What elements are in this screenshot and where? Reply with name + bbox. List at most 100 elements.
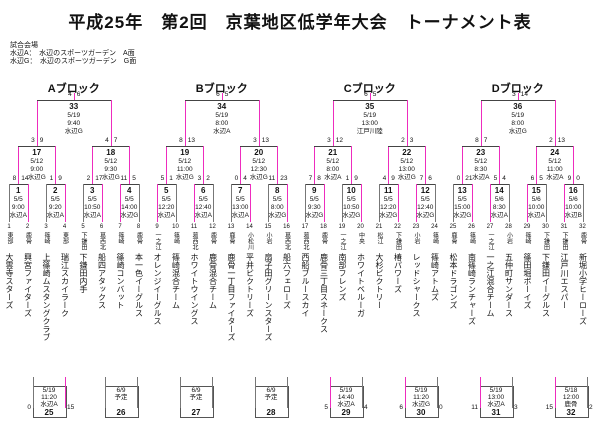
team-area: 一之江 bbox=[339, 232, 345, 250]
match-time: 14:00 bbox=[121, 204, 138, 211]
score-left: 3 bbox=[512, 91, 516, 98]
score-right: 14 bbox=[21, 175, 29, 182]
bracket-line bbox=[564, 184, 583, 185]
match-time: 予定 bbox=[264, 394, 278, 401]
winner-line bbox=[268, 184, 269, 222]
match-time: 8:30 bbox=[474, 166, 488, 173]
team-name: 一之江混合チーム bbox=[486, 253, 495, 317]
team-name: 大杉ビクトリー bbox=[375, 253, 384, 309]
match-time: 9:30 bbox=[104, 166, 118, 173]
team-area: 下鎌田 bbox=[394, 232, 401, 250]
team-number: 10 bbox=[172, 224, 179, 230]
match-date: 5/5 bbox=[198, 196, 208, 203]
team-name: 平井ビクトリーズ bbox=[245, 253, 255, 317]
match-number: 5 bbox=[164, 186, 169, 195]
match-venue: 水辺A bbox=[83, 212, 101, 219]
score-left: 2 bbox=[401, 137, 405, 144]
bracket-line bbox=[480, 100, 555, 101]
match-venue: 水辺A bbox=[546, 174, 564, 181]
winner-line bbox=[351, 146, 353, 184]
bracket-line bbox=[240, 146, 278, 147]
team-number: 2 bbox=[25, 224, 30, 230]
winner-line bbox=[27, 184, 29, 222]
team-area: 葛西北 bbox=[302, 232, 308, 250]
bracket-line bbox=[194, 184, 213, 185]
team-number: 14 bbox=[246, 224, 253, 230]
team-number: 4 bbox=[62, 224, 67, 230]
score-left: 5 bbox=[493, 175, 498, 182]
team-area: 鹿骨 bbox=[228, 232, 234, 244]
bracket-line bbox=[83, 184, 102, 185]
winner-line bbox=[18, 146, 20, 184]
score-left: 5 bbox=[324, 404, 328, 411]
winner-line bbox=[555, 377, 556, 408]
match-venue: 水辺G bbox=[249, 174, 268, 181]
match-number: 22 bbox=[402, 148, 412, 157]
score-right: 3 bbox=[409, 137, 414, 144]
team-number: 6 bbox=[99, 224, 104, 230]
winner-line bbox=[397, 184, 399, 222]
match-date: 5/5 bbox=[124, 196, 134, 203]
score-right: 4 bbox=[243, 175, 247, 182]
match-time: 12:20 bbox=[380, 204, 397, 211]
bracket-line bbox=[157, 184, 176, 185]
team-number: 29 bbox=[523, 224, 531, 230]
winner-line bbox=[73, 93, 75, 100]
score-right: 13 bbox=[187, 137, 195, 144]
match-date: 5/6 bbox=[494, 196, 504, 203]
team-number: 32 bbox=[579, 224, 586, 230]
winner-line bbox=[137, 377, 138, 408]
match-time: 13:00 bbox=[361, 120, 378, 127]
venue-legend-line: 水辺A： 水辺のスポーツガーデン A面 bbox=[10, 50, 135, 57]
team-number: 17 bbox=[301, 224, 309, 230]
match-date: 6/9 bbox=[116, 387, 126, 394]
winner-line bbox=[287, 377, 288, 408]
match-number: 15 bbox=[531, 186, 541, 195]
team-area: 篠崎 bbox=[117, 232, 123, 244]
team-name: 江戸川エスパー bbox=[560, 253, 569, 309]
match-date: 5/12 bbox=[252, 158, 266, 165]
team-name: 鹿骨三丁目スネークス bbox=[319, 253, 329, 333]
winner-line bbox=[180, 377, 181, 408]
team-area: 小岩 bbox=[265, 232, 271, 244]
match-venue: 水辺A bbox=[487, 401, 505, 408]
score-right: 9 bbox=[58, 175, 62, 182]
team-area: 下鎌田 bbox=[542, 232, 549, 250]
match-venue: 水辺G bbox=[342, 212, 361, 219]
match-time: 11:20 bbox=[413, 394, 429, 401]
score-left: 11 bbox=[120, 175, 128, 182]
match-venue: 水辺G bbox=[411, 401, 431, 408]
team-area: 鹿骨 bbox=[450, 232, 456, 244]
team-area: 東部 bbox=[6, 232, 12, 244]
winner-line bbox=[545, 184, 547, 222]
team-area: 東部 bbox=[61, 232, 68, 244]
match-date: 5/6 bbox=[531, 196, 541, 203]
team-number: 19 bbox=[338, 224, 346, 230]
team-name: 五仲町サンダース bbox=[504, 253, 514, 317]
score-left: 6 bbox=[364, 91, 368, 98]
winner-line bbox=[480, 377, 481, 408]
match-venue: 水辺G bbox=[305, 212, 324, 219]
match-date: 5/19 bbox=[67, 112, 81, 119]
score-left: 4 bbox=[382, 175, 387, 182]
match-number: 24 bbox=[550, 148, 560, 157]
team-name: 南部フレンズ bbox=[338, 253, 347, 301]
match-date: 5/5 bbox=[161, 196, 171, 203]
match-number: 16 bbox=[568, 186, 578, 195]
bracket-line bbox=[184, 100, 259, 101]
winner-line bbox=[434, 184, 436, 222]
winner-line bbox=[388, 146, 390, 184]
match-date: 5/19 bbox=[363, 112, 377, 119]
score-right: 6 bbox=[76, 91, 81, 98]
team-number: 12 bbox=[209, 224, 216, 230]
match-date: 5/6 bbox=[568, 196, 578, 203]
team-number: 27 bbox=[486, 224, 494, 230]
team-area: 一之江 bbox=[487, 232, 493, 250]
team-name: 篠田堀ボーイズ bbox=[523, 253, 532, 309]
match-venue: 鹿骨 bbox=[564, 401, 578, 408]
match-date: 5/12 bbox=[400, 158, 414, 165]
match-time: 12:40 bbox=[417, 204, 434, 211]
match-number: 2 bbox=[53, 186, 58, 195]
team-name: ホワイトベルーガ bbox=[356, 253, 366, 317]
match-date: 5/12 bbox=[548, 158, 562, 165]
